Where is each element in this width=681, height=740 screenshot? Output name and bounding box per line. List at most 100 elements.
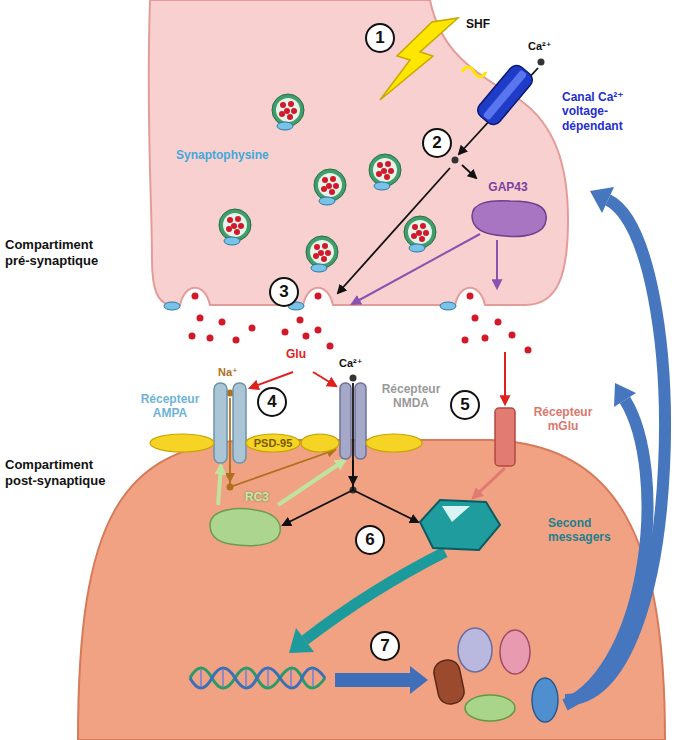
stimulus-label: SHF: [466, 17, 490, 31]
callout-circle: 2: [422, 128, 452, 158]
glutamate-dot: [327, 343, 334, 350]
hexagon-shape: [420, 500, 500, 550]
ion-label: Ca²⁺: [339, 357, 363, 370]
callout-number: 2: [422, 128, 452, 158]
channel-label: Canal Ca²⁺ voltage-dépendant: [562, 90, 642, 133]
glutamate-dot: [197, 315, 204, 322]
gap43-protein: GAP43: [466, 178, 550, 238]
scaffold-protein-graphic: [150, 434, 422, 452]
compartment-label: Compartiment post-synaptique: [5, 457, 120, 488]
receptor-label: Récepteur AMPA: [131, 392, 209, 421]
compartment-label: Compartiment pré-synaptique: [5, 237, 120, 268]
calcium-channel-outline: [450, 55, 645, 165]
dna-rung: [222, 670, 224, 686]
glutamate-binding-arrow: [250, 372, 293, 388]
synaptophysin-marker: [164, 302, 180, 310]
callout-circle-outline: [423, 129, 451, 157]
glutamate-dot: [467, 293, 474, 300]
callout-circle-outline: [270, 278, 298, 306]
synaptophysin-marker: [440, 302, 456, 310]
glutamate-dot: [315, 327, 322, 334]
ampa-receptor-graphic: [214, 383, 246, 463]
protein-label: GAP43: [466, 180, 550, 194]
callout-circle: 3: [269, 277, 299, 307]
rc3-protein-outline: [205, 505, 283, 547]
callout-circle: 4: [257, 387, 287, 417]
rc3-shape: [210, 509, 280, 546]
calcium-ion: [350, 375, 357, 382]
callout-number: 7: [370, 631, 400, 661]
glutamate-dot: [297, 317, 304, 324]
callout-circle-graphic: [451, 391, 479, 419]
dna-rung: [312, 670, 314, 686]
dna-rung: [245, 670, 247, 686]
callout-circle-outline: [356, 526, 384, 554]
callout-circle: 1: [365, 23, 395, 53]
psd95-ellipse: [150, 434, 214, 452]
psd95-ellipse: [246, 434, 300, 452]
receptor-subunit: [214, 383, 227, 463]
receptor-subunit: [233, 383, 246, 463]
callout-circle-outline: [371, 632, 399, 660]
nmda-receptor-graphic: [340, 383, 366, 459]
glutamate-dot: [525, 347, 532, 354]
presynaptic-compartment-graphic: [149, 0, 568, 305]
channel-outline: [474, 62, 535, 128]
callout-circle-graphic: [270, 278, 298, 306]
receptor-body: [495, 408, 515, 466]
gap43-protein-graphic: [472, 201, 546, 237]
callout-circle-graphic: [371, 632, 399, 660]
calcium-channel-graphic: [474, 62, 535, 128]
callout-circle: 6: [355, 525, 385, 555]
glutamate-dot: [233, 337, 240, 344]
callout-circle-graphic: [366, 24, 394, 52]
postsynaptic-spine: [78, 440, 665, 740]
glutamate-binding-arrow: [313, 372, 336, 386]
callout-number: 1: [365, 23, 395, 53]
callout-number: 3: [269, 277, 299, 307]
glutamate-dot: [303, 333, 310, 340]
callout-number: 5: [450, 390, 480, 420]
dna-rung: [200, 670, 202, 686]
receptor-subunit: [355, 383, 366, 459]
callout-circle-outline: [366, 24, 394, 52]
callout-circle-outline: [451, 391, 479, 419]
dna-rung: [290, 670, 292, 686]
messenger-label: Second messagers: [548, 516, 618, 545]
callout-circle: 5: [450, 390, 480, 420]
presynaptic-compartment: Compartiment pré-synaptique1Canal Ca²⁺ v…: [148, 0, 572, 330]
glutamate-dot: [462, 337, 469, 344]
protein-label: PSD-95: [246, 437, 300, 450]
callout-circle-graphic: [423, 129, 451, 157]
receptor-subunit: [340, 383, 351, 459]
hexagon-highlight: [442, 506, 470, 522]
ion-label: Ca²⁺: [528, 40, 552, 53]
glutamate-binding-arrow: [504, 352, 506, 404]
glutamate-dot: [282, 329, 289, 336]
calcium-channel: Canal Ca²⁺ voltage-dépendant: [450, 55, 645, 165]
callout-number: 4: [257, 387, 287, 417]
feedback-arrowhead: [590, 187, 614, 213]
psd95-ellipse: [366, 434, 422, 452]
channel-pore: [483, 69, 528, 120]
receptor-label: Récepteur mGlu: [521, 405, 605, 434]
rc3-protein-graphic: [210, 509, 280, 546]
mglu-receptor: Récepteur mGlu: [488, 402, 606, 468]
protein-label: RC3: [240, 490, 274, 504]
protein: [500, 630, 530, 674]
scaffold-protein: PSD-95: [148, 432, 428, 454]
glutamate-dot: [509, 332, 516, 339]
callout-circle: 7: [370, 631, 400, 661]
ion-label: Na⁺: [218, 366, 238, 379]
presynaptic-compartment-outline: [148, 0, 572, 330]
feedback-arrowhead: [614, 383, 636, 407]
second-messenger-hexagon-graphic: [420, 500, 500, 550]
callout-number: 6: [355, 525, 385, 555]
calcium-ion: [538, 59, 545, 66]
glutamate-dot: [495, 319, 502, 326]
glutamate-dot: [189, 333, 196, 340]
rc3-protein: RC3: [205, 505, 283, 547]
postsynaptic-compartment-graphic: [78, 440, 665, 740]
glutamate-dot: [207, 335, 214, 342]
